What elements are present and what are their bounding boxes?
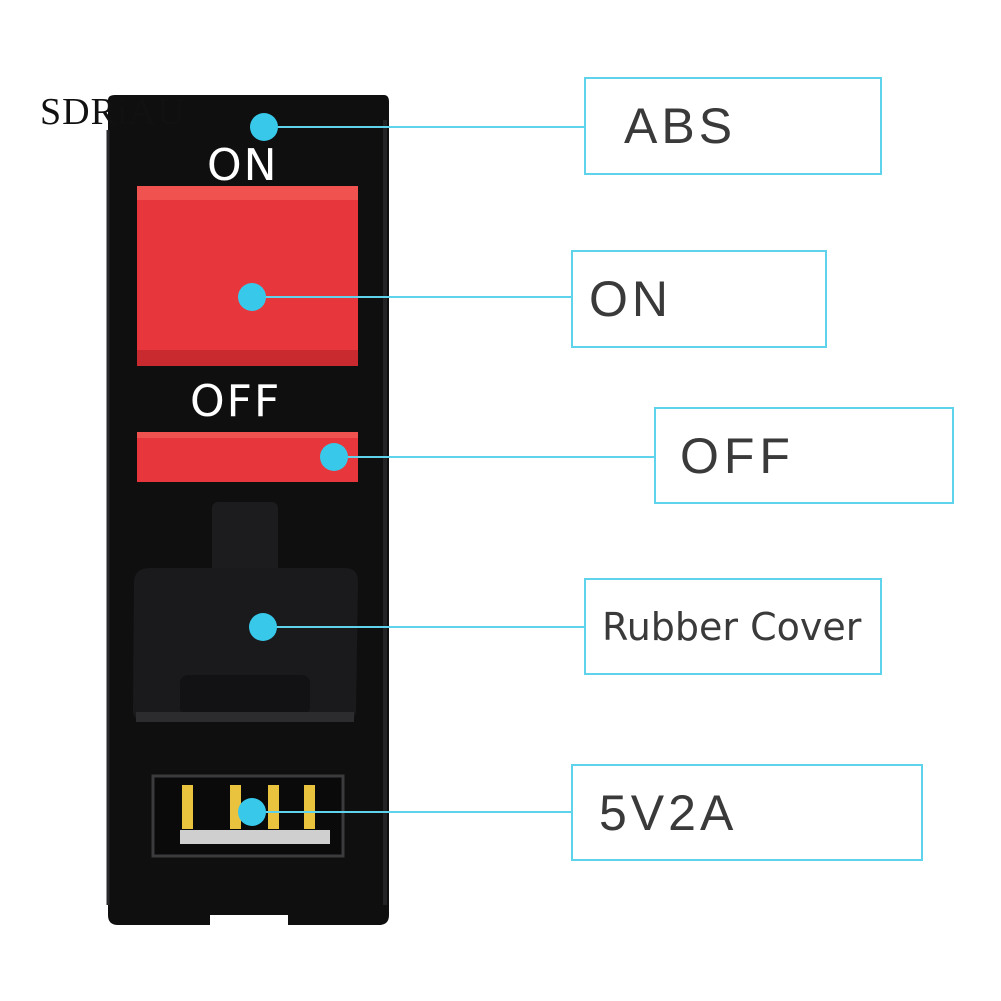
marker-abs (250, 113, 278, 141)
callout-abs-label: ABS (624, 98, 737, 154)
brand-logo: SDRiAU (40, 91, 186, 133)
callout-rubber-cover: Rubber Cover (584, 578, 882, 675)
callout-usb-label: 5V2A (599, 784, 738, 841)
callout-usb: 5V2A (571, 764, 923, 861)
callout-on: ON (571, 250, 827, 348)
callout-rubber-cover-label: Rubber Cover (602, 604, 862, 649)
marker-off (320, 443, 348, 471)
marker-rubber-cover (249, 613, 277, 641)
callout-off: OFF (654, 407, 954, 504)
marker-on (238, 283, 266, 311)
callout-abs: ABS (584, 77, 882, 175)
on-rocker (137, 186, 358, 366)
callout-off-label: OFF (680, 427, 795, 484)
device-off-label: OFF (190, 376, 282, 427)
callout-on-label: ON (589, 271, 672, 327)
device-on-label: ON (207, 140, 279, 191)
marker-usb (238, 798, 266, 826)
